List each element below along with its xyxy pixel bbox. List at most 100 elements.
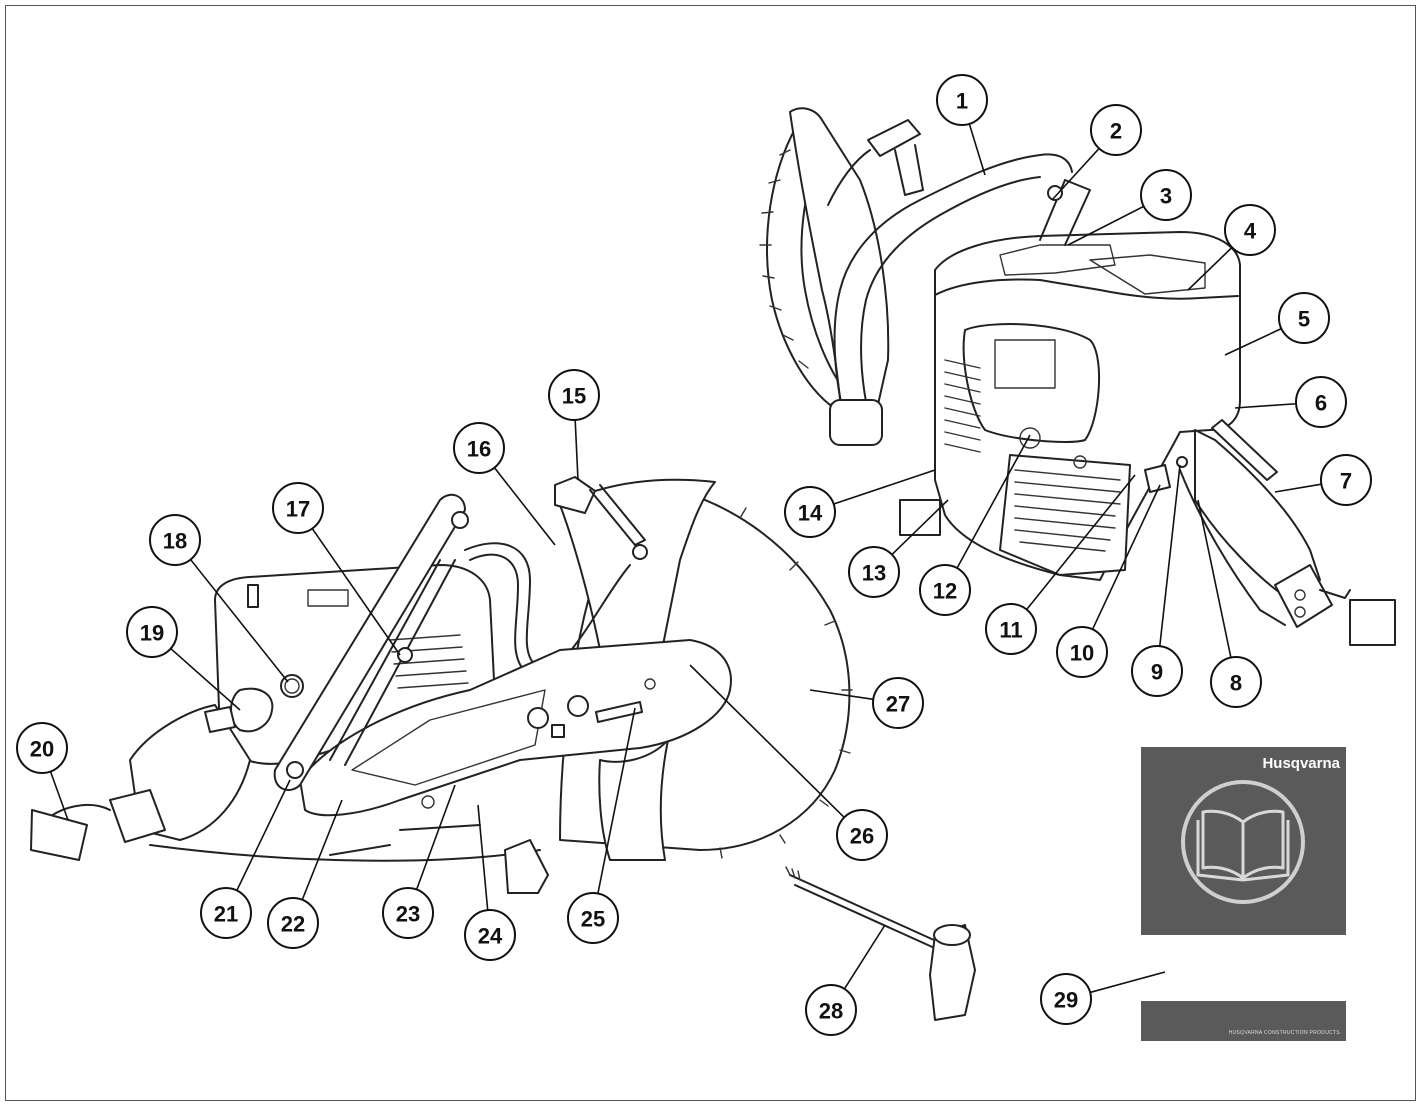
callout-circle-11 (985, 603, 1037, 655)
leader-line-16 (493, 467, 556, 546)
leader-line-22 (301, 799, 343, 901)
leader-line-13 (891, 499, 949, 556)
callout-circle-8 (1210, 656, 1262, 708)
callout-15: 15 (548, 369, 600, 421)
callout-14: 14 (784, 486, 836, 538)
leader-line-24 (477, 804, 489, 911)
callout-circle-26 (836, 809, 888, 861)
callout-circle-18 (149, 514, 201, 566)
callout-27: 27 (872, 677, 924, 729)
rear-handle-rear (1194, 429, 1321, 601)
leader-line-27 (809, 689, 874, 701)
manual-icon-ring (1181, 780, 1305, 904)
manual-strip-text: HUSQVARNA CONSTRUCTION PRODUCTS (1229, 1030, 1341, 1036)
blade-guard-side (559, 478, 716, 661)
callout-circle-16 (453, 422, 505, 474)
callout-20: 20 (16, 722, 68, 774)
callout-number-11: 11 (999, 618, 1022, 643)
callout-circle-23 (382, 887, 434, 939)
leader-line-14 (833, 469, 936, 505)
power-cutter-side-view (30, 476, 853, 894)
manual-spine-strip (1141, 1001, 1346, 1041)
callout-8: 8 (1210, 656, 1262, 708)
callout-number-15: 15 (562, 384, 586, 409)
leader-line-25 (597, 707, 636, 894)
callout-circle-27 (872, 677, 924, 729)
callout-28: 28 (805, 984, 857, 1036)
figure-frame (5, 5, 1416, 1101)
leader-line-11 (1026, 474, 1136, 611)
callout-circle-9 (1131, 645, 1183, 697)
callout-number-24: 24 (478, 924, 503, 949)
leader-line-12 (956, 434, 1031, 569)
callout-number-28: 28 (819, 999, 843, 1024)
callout-circle-13 (848, 546, 900, 598)
callout-23: 23 (382, 887, 434, 939)
leader-line-17 (311, 528, 401, 656)
callout-number-2: 2 (1110, 119, 1122, 144)
leader-line-21 (236, 779, 291, 891)
callout-number-22: 22 (281, 912, 305, 937)
callout-2: 2 (1090, 104, 1142, 156)
callout-number-25: 25 (581, 907, 605, 932)
callout-circle-6 (1295, 376, 1347, 428)
leader-line-2 (1051, 147, 1100, 201)
callout-number-6: 6 (1315, 391, 1327, 416)
callout-10: 10 (1056, 626, 1108, 678)
callout-circle-20 (16, 722, 68, 774)
callout-5: 5 (1278, 292, 1330, 344)
callout-number-1: 1 (956, 89, 968, 114)
callout-number-10: 10 (1070, 641, 1094, 666)
callout-1: 1 (936, 74, 988, 126)
callout-circle-17 (272, 482, 324, 534)
leader-line-29 (1089, 971, 1166, 994)
callout-circle-14 (784, 486, 836, 538)
front-handle-side (273, 493, 466, 791)
leader-line-20 (49, 771, 69, 821)
leader-line-15 (574, 419, 579, 481)
callout-circle-24 (464, 909, 516, 961)
callout-circle-5 (1278, 292, 1330, 344)
callout-circle-25 (567, 892, 619, 944)
blade-rear (766, 119, 849, 406)
callout-number-3: 3 (1160, 184, 1172, 209)
leader-line-10 (1091, 484, 1161, 630)
callout-9: 9 (1131, 645, 1183, 697)
cutting-arm (299, 639, 732, 817)
leader-line-6 (1234, 402, 1297, 409)
callout-number-20: 20 (30, 737, 54, 762)
leader-line-19 (170, 647, 241, 711)
leader-line-9 (1158, 464, 1181, 647)
callout-number-7: 7 (1340, 469, 1352, 494)
callout-19: 19 (126, 606, 178, 658)
callout-number-26: 26 (850, 824, 874, 849)
leader-line-23 (415, 784, 456, 890)
leader-line-18 (189, 559, 289, 683)
power-cutter-rear-view (759, 107, 1396, 646)
callout-number-16: 16 (467, 437, 491, 462)
callout-circle-3 (1140, 169, 1192, 221)
leader-line-26 (689, 664, 845, 818)
callout-circle-2 (1090, 104, 1142, 156)
callout-circle-12 (919, 564, 971, 616)
combination-spanner (785, 866, 976, 1021)
callout-number-17: 17 (286, 497, 310, 522)
operators-manual: Husqvarna HUSQVARNA CONSTRUCTION PRODUCT… (1141, 747, 1346, 1041)
callout-circle-10 (1056, 626, 1108, 678)
callout-number-13: 13 (862, 561, 886, 586)
leader-line-3 (1067, 205, 1145, 246)
manual-brand: Husqvarna (1262, 755, 1340, 772)
callout-number-9: 9 (1151, 660, 1163, 685)
front-handle-rear (833, 153, 1073, 421)
callout-number-19: 19 (140, 621, 164, 646)
open-book-icon (1196, 809, 1290, 882)
callout-circle-29 (1040, 973, 1092, 1025)
callout-number-23: 23 (396, 902, 420, 927)
callout-circle-21 (200, 887, 252, 939)
callout-circle-7 (1320, 454, 1372, 506)
leader-line-7 (1274, 483, 1322, 493)
callout-21: 21 (200, 887, 252, 939)
leader-line-5 (1224, 327, 1282, 356)
callout-29: 29 (1040, 973, 1092, 1025)
